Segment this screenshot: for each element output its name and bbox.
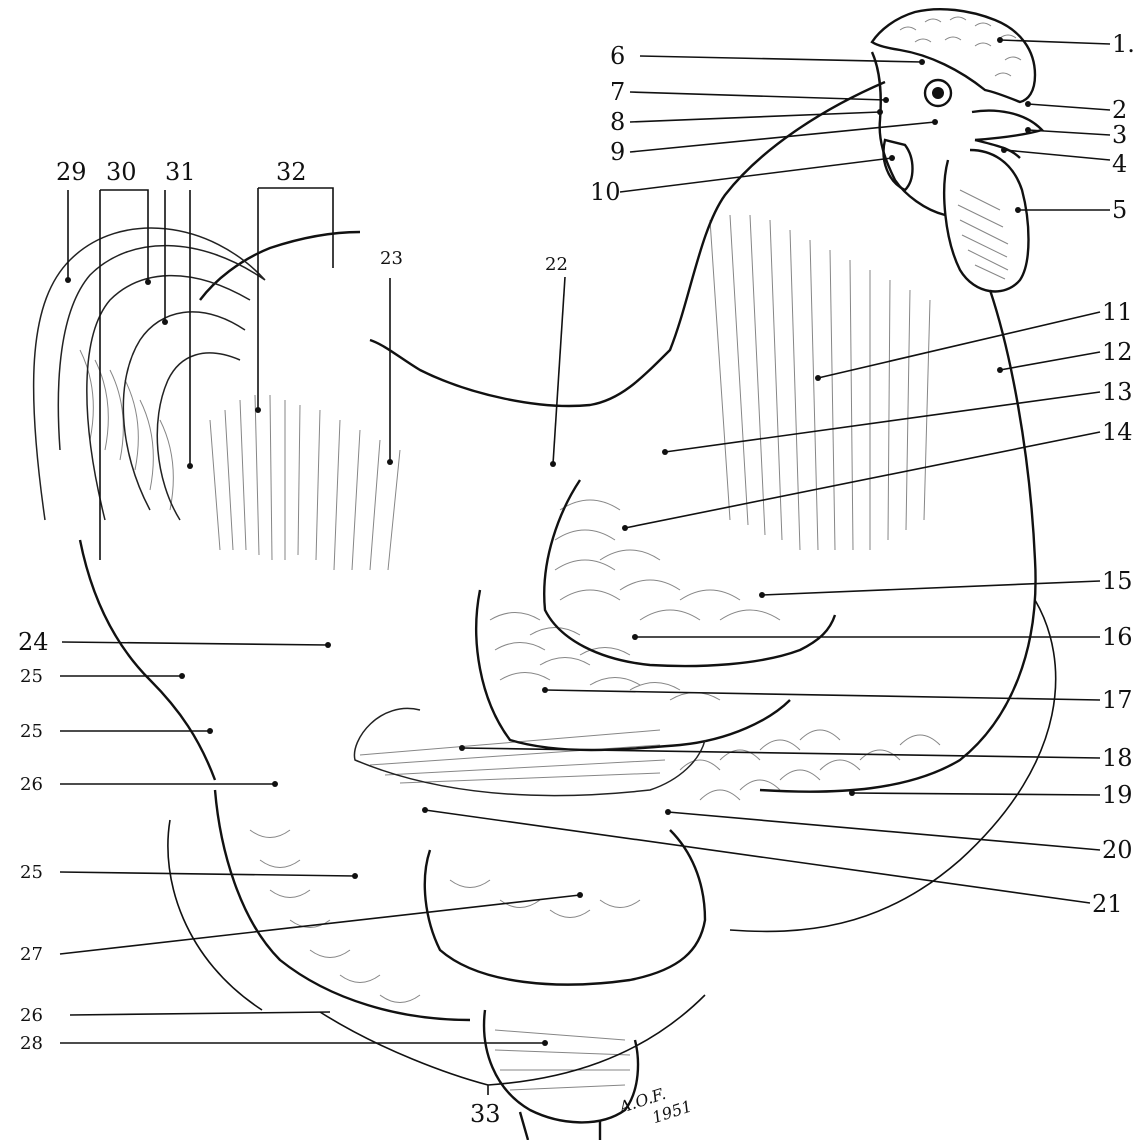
label-6: 6 <box>610 42 625 70</box>
artist-signature: A.O.F. 1951 <box>615 1077 694 1136</box>
label-32: 32 <box>276 158 307 186</box>
breast-fluff <box>680 730 940 800</box>
label-23: 23 <box>380 248 403 269</box>
sickle-feather-3 <box>123 312 245 510</box>
wattle-texture <box>958 190 1008 279</box>
label-8: 8 <box>610 108 625 136</box>
label-27: 27 <box>20 944 43 965</box>
label-20: 20 <box>1102 836 1133 864</box>
label-25-c: 25 <box>20 862 43 883</box>
wing-bow <box>555 500 780 620</box>
number-labels: 1. 2 3 4 5 6 7 8 9 10 11 12 13 14 15 16 … <box>18 30 1135 1128</box>
label-19: 19 <box>1102 781 1133 809</box>
back-shape <box>200 232 360 300</box>
neck-hackles <box>710 215 930 550</box>
label-7: 7 <box>610 78 625 106</box>
label-25-b: 25 <box>20 721 43 742</box>
label-30: 30 <box>106 158 137 186</box>
beak <box>972 111 1042 140</box>
label-5: 5 <box>1112 196 1127 224</box>
primary-lines <box>360 730 665 783</box>
saddle-hackles <box>210 395 400 570</box>
label-13: 13 <box>1102 378 1133 406</box>
wing-coverts <box>476 590 790 750</box>
legs <box>520 1112 600 1140</box>
tail-base <box>80 540 215 780</box>
sickle-feather-4 <box>157 353 240 520</box>
label-2: 2 <box>1112 96 1127 124</box>
head-shape <box>872 52 945 215</box>
label-18: 18 <box>1102 744 1133 772</box>
label-26-a: 26 <box>20 774 43 795</box>
label-17: 17 <box>1102 686 1133 714</box>
label-26-b: 26 <box>20 1005 43 1026</box>
label-24: 24 <box>18 628 49 656</box>
beak-lower <box>975 140 1020 158</box>
comb-texture <box>900 17 1021 76</box>
label-12: 12 <box>1102 338 1133 366</box>
label-10: 10 <box>590 178 621 206</box>
label-16: 16 <box>1102 623 1133 651</box>
label-15: 15 <box>1102 567 1133 595</box>
leader-lines <box>60 37 1110 1095</box>
sickle-feather-2 <box>87 276 250 520</box>
label-28: 28 <box>20 1033 43 1054</box>
label-9: 9 <box>610 138 625 166</box>
fluff-area <box>215 790 470 1020</box>
breast-outline <box>760 290 1036 792</box>
label-4: 4 <box>1112 150 1127 178</box>
label-29: 29 <box>56 158 87 186</box>
shank <box>484 1010 638 1122</box>
label-1: 1. <box>1112 30 1135 58</box>
label-3: 3 <box>1112 121 1127 149</box>
wing-shoulder <box>544 480 835 666</box>
shank-texture <box>495 1030 630 1090</box>
label-11: 11 <box>1102 298 1133 326</box>
eye-pupil <box>932 87 944 99</box>
label-22: 22 <box>545 254 568 275</box>
body-outline <box>370 82 885 406</box>
label-25-a: 25 <box>20 666 43 687</box>
comb-shape <box>872 9 1035 102</box>
fluff-texture <box>250 830 640 1003</box>
label-33: 33 <box>470 1100 501 1128</box>
label-21: 21 <box>1092 890 1123 918</box>
label-31: 31 <box>165 158 196 186</box>
label-14: 14 <box>1102 418 1133 446</box>
